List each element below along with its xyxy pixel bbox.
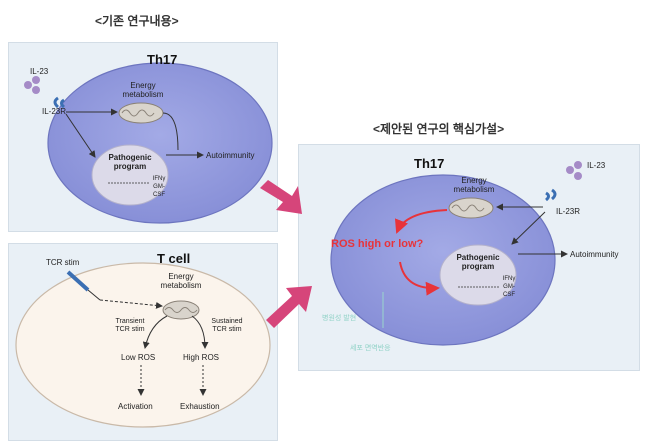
hyp-receptor-to-program-arrow bbox=[511, 211, 546, 245]
il23-ligand-icon bbox=[24, 76, 40, 94]
exhaustion-label: Exhaustion bbox=[180, 402, 220, 411]
tcr-stim-label: TCR stim bbox=[46, 258, 80, 267]
sustained-tcr-label: Sustained TCR stim bbox=[211, 318, 243, 333]
il23r-receptor-icon bbox=[53, 96, 65, 109]
nucleus-shape bbox=[91, 144, 169, 206]
sustained-arrow bbox=[191, 315, 209, 349]
low-ros-label: Low ROS bbox=[121, 353, 156, 362]
tcell-energy-metabolism-label: Energy metabolism bbox=[160, 272, 202, 290]
transient-tcr-label: Transient TCR stim bbox=[115, 318, 145, 333]
th17-title: Th17 bbox=[147, 52, 178, 67]
hypothesis-il23r-receptor-icon bbox=[545, 188, 557, 202]
tcr-to-energy-arrow bbox=[99, 299, 163, 309]
mitochondrion-icon bbox=[118, 102, 164, 124]
hypothesis-th17-title: Th17 bbox=[414, 156, 445, 171]
cytokines-label: IFNγ GM-CSF bbox=[152, 176, 166, 198]
tcr-receptor-icon bbox=[66, 270, 101, 301]
hypothesis-il23r-label: IL-23R bbox=[556, 207, 581, 216]
energy-metabolism-label: Energy metabolism bbox=[122, 81, 164, 99]
tcell-mitochondrion-icon bbox=[162, 300, 200, 320]
receptor-to-program-arrow bbox=[65, 113, 96, 158]
energy-to-autoimmunity-line bbox=[162, 112, 179, 151]
hypothesis-th17-cell-body bbox=[330, 174, 556, 346]
il23-label: IL-23 bbox=[30, 67, 49, 76]
transient-arrow bbox=[142, 315, 168, 349]
tcell-title: T cell bbox=[157, 251, 191, 266]
hypothesis-mitochondrion-icon bbox=[448, 197, 494, 219]
autoimmunity-label: Autoimmunity bbox=[206, 151, 255, 160]
big-arrow-lower bbox=[266, 286, 312, 328]
big-arrow-upper bbox=[260, 180, 302, 214]
il23r-label: IL-23R bbox=[42, 107, 67, 116]
faint-label-1: 병원성 발현 bbox=[322, 315, 357, 322]
hypothesis-cytokines-label: IFNγ GM-CSF bbox=[502, 276, 516, 298]
existing-research-title: <기존 연구내용> bbox=[95, 14, 179, 28]
activation-label: Activation bbox=[118, 402, 153, 411]
ros-red-arrow-right bbox=[399, 261, 440, 296]
hypothesis-energy-metabolism-label: Energy metabolism bbox=[453, 176, 495, 194]
ros-red-arrow-down bbox=[394, 209, 448, 234]
hypothesis-il23-ligand-icon bbox=[566, 161, 582, 180]
hypothesis-il23-label: IL-23 bbox=[587, 161, 606, 170]
proposed-hypothesis-title: <제안된 연구의 핵심가설> bbox=[373, 122, 505, 136]
faint-label-2: 세포 면역반응 bbox=[350, 345, 391, 352]
pathogenic-program-label: Pathogenic program bbox=[108, 153, 152, 171]
hypothesis-pathogenic-program-label: Pathogenic program bbox=[456, 253, 500, 271]
high-ros-label: High ROS bbox=[183, 353, 220, 362]
hypothesis-autoimmunity-label: Autoimmunity bbox=[570, 250, 619, 259]
hypothesis-nucleus-shape bbox=[439, 244, 517, 306]
ros-question-label: ROS high or low? bbox=[331, 238, 424, 250]
